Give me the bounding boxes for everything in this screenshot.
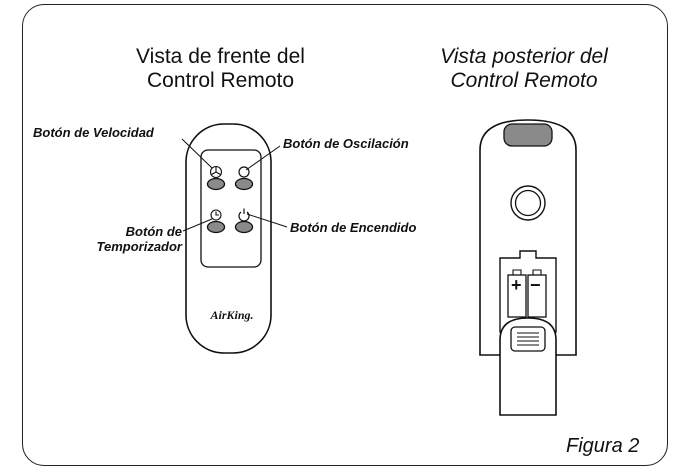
- front-view-title: Vista de frente del Control Remoto: [108, 45, 333, 93]
- timer-button-label-line1: Botón de: [125, 224, 182, 239]
- timer-leader: [182, 218, 213, 232]
- speed-button-label: Botón de Velocidad: [33, 125, 154, 140]
- back-remote: [479, 119, 577, 416]
- oscillation-leader: [245, 145, 281, 171]
- back-view-title: Vista posterior del Control Remoto: [404, 45, 644, 93]
- brand-logo: AirKing.: [210, 308, 254, 322]
- timer-button: [206, 220, 226, 234]
- timer-icon: [210, 209, 222, 221]
- front-remote: [181, 123, 288, 354]
- cover-latch: [510, 326, 546, 352]
- speed-button: [206, 177, 226, 191]
- button-panel: [200, 149, 262, 268]
- oscillation-icon: [238, 166, 250, 178]
- figure-label: Figura 2: [566, 435, 640, 457]
- oscillation-button: [234, 177, 254, 191]
- battery-cell-plus: [507, 274, 527, 318]
- back-button-inner: [514, 189, 542, 217]
- power-leader: [246, 213, 288, 228]
- front-view-title-line2: Control Remoto: [146, 69, 295, 92]
- battery-minus-sign: −: [530, 275, 541, 295]
- battery-cell-minus: [527, 274, 547, 318]
- timer-button-label-line2: Temporizador: [96, 239, 182, 254]
- back-view-title-line1: Vista posterior del: [440, 45, 608, 68]
- battery-plus-sign: +: [511, 275, 522, 295]
- fan-speed-icon: [209, 165, 223, 179]
- ir-window: [503, 123, 553, 147]
- speed-leader: [181, 138, 213, 169]
- power-button: [234, 220, 254, 234]
- front-view-title-line1: Vista de frente del: [136, 45, 305, 68]
- back-view-title-line2: Control Remoto: [450, 69, 598, 92]
- power-button-label: Botón de Encendido: [290, 220, 417, 235]
- timer-button-label: Botón de Temporizador: [82, 224, 182, 254]
- oscillation-button-label: Botón de Oscilación: [283, 136, 409, 151]
- back-button-outer: [510, 185, 546, 221]
